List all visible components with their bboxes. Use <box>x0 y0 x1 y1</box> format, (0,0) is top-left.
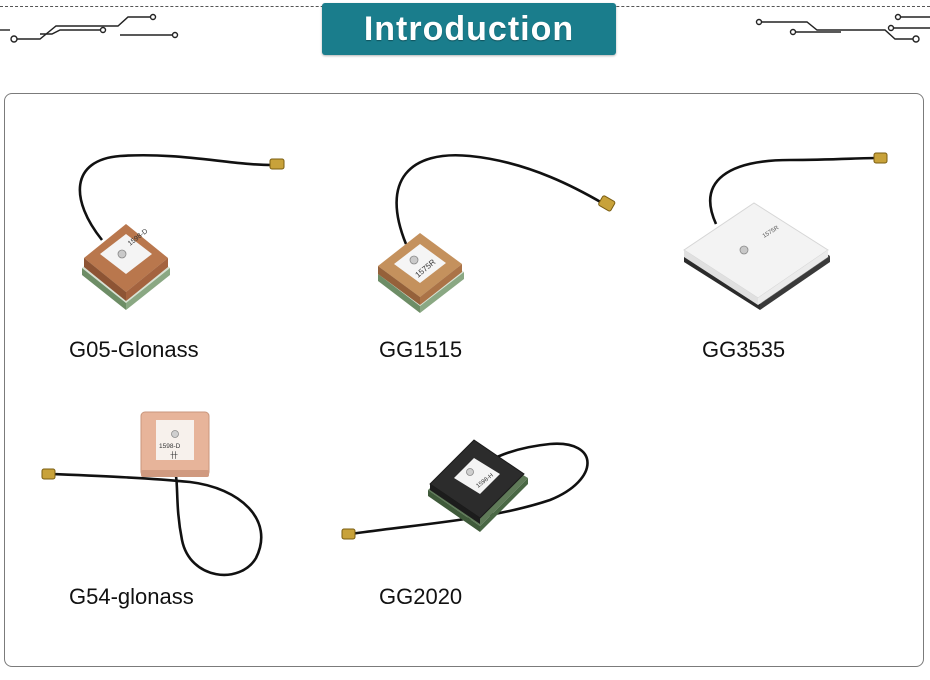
logo-g54-icon: 卄 <box>170 450 178 460</box>
circuit-decoration-right-icon <box>755 13 930 43</box>
product-label-g05-glonass: G05-Glonass <box>69 337 199 362</box>
product-label-g54-glonass: G54-glonass <box>69 584 194 609</box>
product-panel <box>4 93 924 667</box>
marking-g54: 1598-D <box>159 443 181 450</box>
circuit-decoration-left-icon <box>0 13 179 43</box>
title-banner: Introduction <box>322 3 616 55</box>
page-title: Introduction <box>363 9 575 48</box>
product-label-gg2020: GG2020 <box>379 584 463 609</box>
product-label-gg3535: GG3535 <box>702 337 786 362</box>
product-label-gg1515: GG1515 <box>379 337 463 362</box>
